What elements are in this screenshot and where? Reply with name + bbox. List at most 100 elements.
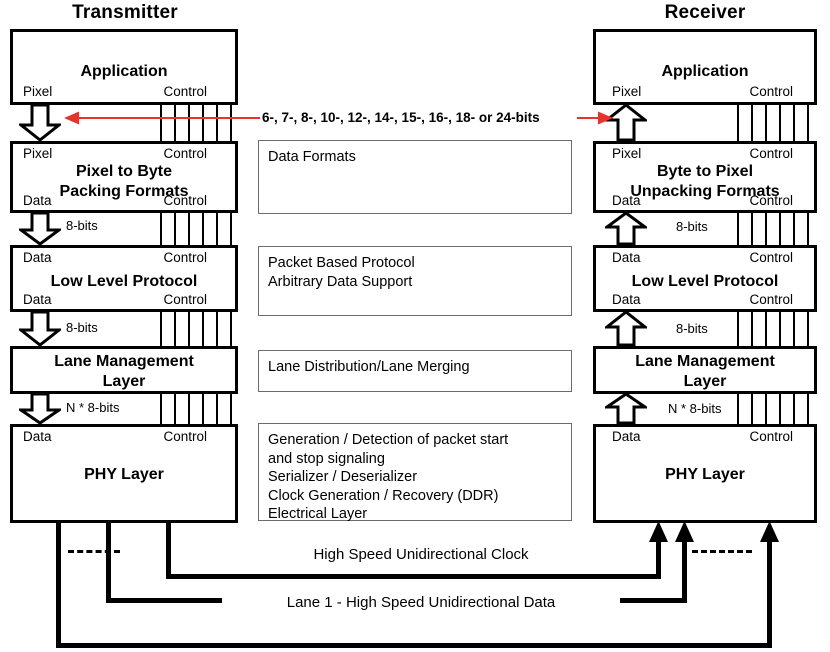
pixel-bus-arrowhead-left <box>64 111 80 125</box>
tx-application-box[interactable]: Application Pixel Control <box>10 29 238 105</box>
rx-application-title: Application <box>661 63 749 80</box>
tx-control-line <box>216 311 218 347</box>
tx-control-line <box>174 311 176 347</box>
rx-control-line <box>779 393 781 425</box>
tx-llp-control-port-bottom: Control <box>163 292 207 307</box>
receiver-title: Receiver <box>664 2 746 23</box>
rx-phy-layer-box[interactable]: Data Control PHY Layer <box>593 424 817 523</box>
rx-control-line <box>751 311 753 347</box>
rx-control-line <box>765 212 767 246</box>
desc-data-formats: Data Formats <box>258 140 572 214</box>
tx-application-control-port: Control <box>163 84 207 99</box>
tx-control-line <box>174 212 176 246</box>
tx-phy-layer-title: PHY Layer <box>84 466 164 483</box>
tx-control-line <box>202 393 204 425</box>
tx-control-line <box>216 393 218 425</box>
rx-control-line <box>737 311 739 347</box>
rx-control-line <box>737 212 739 246</box>
desc-lane-management: Lane Distribution/Lane Merging <box>258 350 572 392</box>
tx-control-line <box>188 311 190 347</box>
tx-pixel-to-byte-title: Pixel to Byte Packing Formats <box>59 163 189 200</box>
tx-arrow-down-n8bits <box>19 394 61 425</box>
data-arrowhead <box>674 521 695 543</box>
rx-bitwidth-label-2: 8-bits <box>676 321 708 336</box>
rx-control-line <box>737 393 739 425</box>
rx-control-line <box>793 212 795 246</box>
tx-control-line <box>160 212 162 246</box>
rx-application-box[interactable]: Application Pixel Control <box>593 29 817 105</box>
rx-byte-to-pixel-box[interactable]: Pixel Control Byte to Pixel Unpacking Fo… <box>593 141 817 213</box>
rx-control-line <box>807 311 809 347</box>
tx-llp-control-port-top: Control <box>163 250 207 265</box>
tx-control-line <box>202 212 204 246</box>
rx-llp-data-port-bottom: Data <box>612 292 641 307</box>
transmitter-title: Transmitter <box>72 2 178 23</box>
rx-phy-control-port: Control <box>749 429 793 444</box>
tx-bitwidth-label-3: N * 8-bits <box>66 400 120 415</box>
rx-bitwidth-label-1: 8-bits <box>676 219 708 234</box>
rx-application-pixel-port: Pixel <box>612 84 642 99</box>
tx-p2b-control-port-top: Control <box>163 146 207 161</box>
rx-b2p-pixel-port-top: Pixel <box>612 146 642 161</box>
rx-arrow-up-pixel <box>605 105 647 142</box>
tx-control-line <box>174 393 176 425</box>
tx-llp-data-port-top: Data <box>23 250 52 265</box>
tx-control-line <box>160 104 162 142</box>
tx-control-line <box>188 104 190 142</box>
tx-pixel-to-byte-box[interactable]: Pixel Control Pixel to Byte Packing Form… <box>10 141 238 213</box>
rx-control-line <box>765 393 767 425</box>
tx-application-title: Application <box>80 63 168 80</box>
clock-arrowhead <box>648 521 669 543</box>
dashed-continuation-left <box>68 550 120 553</box>
tx-lane-management-box[interactable]: Lane Management Layer <box>10 346 238 394</box>
rx-b2p-control-port-bottom: Control <box>749 193 793 208</box>
tx-control-line <box>202 104 204 142</box>
tx-llp-data-port-bottom: Data <box>23 292 52 307</box>
clock-wire-vertical-rx <box>656 540 661 576</box>
pixel-bus-line-left <box>75 117 240 119</box>
rx-control-line <box>807 104 809 142</box>
pixel-bus-arrowhead-right <box>597 111 613 125</box>
rx-arrow-up-8bits-1 <box>605 213 647 246</box>
rx-low-level-protocol-title: Low Level Protocol <box>631 273 779 290</box>
tx-p2b-pixel-port-top: Pixel <box>23 146 53 161</box>
tx-control-line <box>188 393 190 425</box>
pixel-bus-line-right <box>577 117 599 119</box>
rx-control-line <box>779 104 781 142</box>
tx-control-line <box>216 212 218 246</box>
desc-phy-layer: Generation / Detection of packet start a… <box>258 423 572 522</box>
rx-control-line <box>807 212 809 246</box>
rx-llp-control-port-bottom: Control <box>749 292 793 307</box>
tx-p2b-control-port-bottom: Control <box>163 193 207 208</box>
tx-low-level-protocol-title: Low Level Protocol <box>50 273 198 290</box>
rx-control-line <box>779 212 781 246</box>
clock-wire-vertical-tx <box>166 521 171 579</box>
tx-control-line <box>174 104 176 142</box>
data-wire-vertical-rx <box>682 540 687 600</box>
rx-low-level-protocol-box[interactable]: Data Control Low Level Protocol Data Con… <box>593 245 817 312</box>
rx-lane-management-box[interactable]: Lane Management Layer <box>593 346 817 394</box>
data-wire-vertical-tx <box>106 521 111 603</box>
rx-control-line <box>765 311 767 347</box>
tx-p2b-data-port-bottom: Data <box>23 193 52 208</box>
tx-lane-management-title: Lane Management Layer <box>54 353 194 390</box>
rx-control-line <box>807 393 809 425</box>
tx-bitwidth-label-1: 8-bits <box>66 218 98 233</box>
tx-control-line <box>230 311 232 347</box>
tx-control-line <box>230 212 232 246</box>
data-link-label: Lane 1 - High Speed Unidirectional Data <box>222 594 620 612</box>
tx-arrow-down-8bits-2 <box>19 312 61 347</box>
tx-low-level-protocol-box[interactable]: Data Control Low Level Protocol Data Con… <box>10 245 238 312</box>
rx-phy-layer-title: PHY Layer <box>665 466 745 483</box>
tx-control-line <box>188 212 190 246</box>
rx-control-line <box>779 311 781 347</box>
tx-phy-layer-box[interactable]: Data Control PHY Layer <box>10 424 238 523</box>
desc-low-level-protocol: Packet Based Protocol Arbitrary Data Sup… <box>258 246 572 316</box>
tx-control-line <box>160 393 162 425</box>
rx-control-line <box>751 393 753 425</box>
tx-arrow-down-pixel <box>19 105 61 142</box>
tx-phy-control-port: Control <box>163 429 207 444</box>
outer-wire-horizontal <box>56 643 772 648</box>
tx-control-line <box>230 104 232 142</box>
